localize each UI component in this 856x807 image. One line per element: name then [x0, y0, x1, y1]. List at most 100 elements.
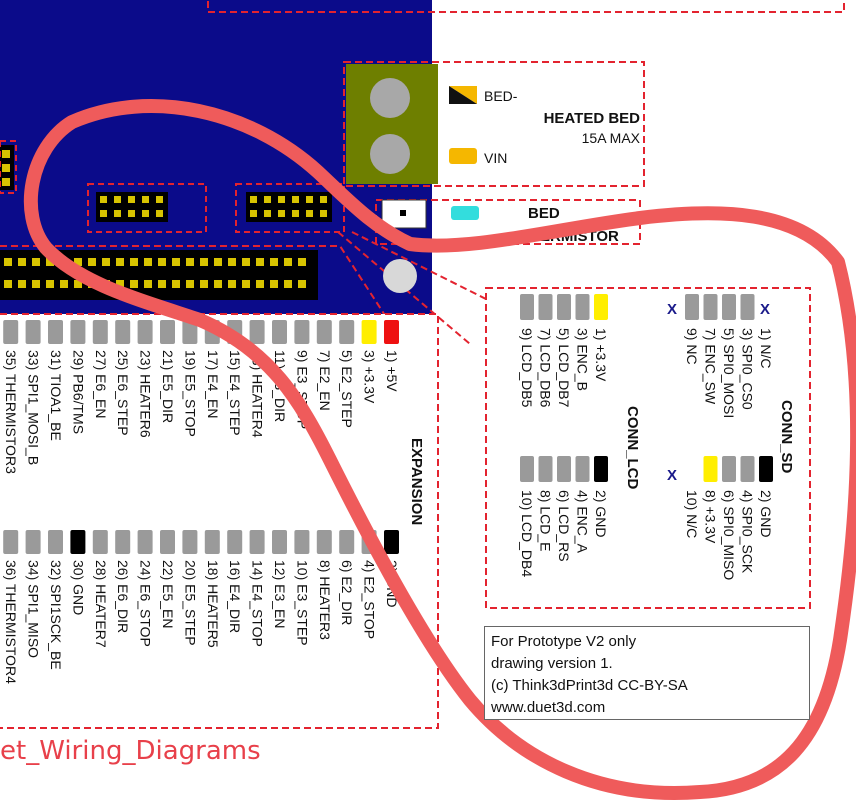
bed-terminal-screw — [370, 134, 410, 174]
connector-even-label: 8) LCD_E — [538, 490, 554, 551]
mounting-hole — [383, 259, 417, 293]
expansion-pin — [272, 530, 287, 554]
expansion-pin — [137, 320, 153, 344]
expansion-even-label: 18) HEATER5 — [205, 560, 221, 648]
header-pin — [46, 280, 54, 288]
header-pin — [292, 210, 299, 217]
header-pin — [264, 210, 271, 217]
expansion-pin — [294, 530, 310, 554]
header-pin — [264, 196, 271, 203]
connector-even-label: 8) +3.3V — [703, 490, 719, 544]
expansion-even-label: 32) SPI1SCK_BE — [48, 560, 64, 670]
header-pin — [32, 280, 40, 288]
header-pin — [46, 258, 54, 266]
header-pin — [156, 196, 163, 203]
connector-pin — [685, 456, 699, 482]
header-pin — [320, 210, 327, 217]
connector-odd-label: 5) LCD_DB7 — [556, 328, 572, 408]
expansion-pin — [227, 530, 243, 554]
expansion-pin — [160, 320, 175, 344]
expansion-odd-label: 29) PB6/TMS — [70, 350, 86, 434]
expansion-leader-line — [0, 245, 389, 321]
header-pin — [186, 258, 194, 266]
expansion-pin — [384, 530, 399, 554]
expansion-even-label: 10) E3_STEP — [294, 560, 310, 646]
expansion-odd-label: 27) E6_EN — [93, 350, 109, 418]
expansion-pin — [48, 530, 63, 554]
note-line-2: drawing version 1. — [491, 655, 613, 672]
connector-odd-label: 7) ENC_SW — [703, 328, 719, 405]
expansion-pin — [115, 530, 131, 554]
header-pin — [102, 258, 110, 266]
expansion-odd-label: 21) E5_DIR — [160, 350, 176, 423]
header-pin — [292, 196, 299, 203]
wiring-diagrams-link[interactable]: et_Wiring_Diagrams — [0, 736, 261, 766]
header-pin — [156, 210, 163, 217]
connector-odd-label: 1) +3.3V — [593, 328, 609, 382]
expansion-pin — [137, 530, 153, 554]
header-pin — [250, 196, 257, 203]
pin-header-1 — [96, 192, 168, 222]
connector-even-label: 10) LCD_DB4 — [519, 490, 535, 577]
header-pin — [114, 210, 121, 217]
header-pin — [200, 258, 208, 266]
connector-even-label: 6) SPI0_MISO — [721, 490, 737, 580]
connector-odd-label: 9) LCD_DB5 — [519, 328, 535, 408]
connector-pin — [520, 294, 534, 320]
nc-marks: XXX — [667, 301, 770, 484]
connector-pin — [594, 294, 608, 320]
heated-bed-rating: 15A MAX — [582, 130, 641, 146]
connector-pin — [520, 456, 534, 482]
expansion-pin — [25, 530, 41, 554]
expansion-pin — [92, 530, 108, 554]
expansion-pin — [384, 320, 399, 344]
expansion-even-label: 8) HEATER3 — [317, 560, 333, 640]
header-pin — [18, 258, 26, 266]
header-pin — [284, 280, 292, 288]
connector-pin — [722, 294, 736, 320]
connector-pin — [759, 456, 773, 482]
header-pin — [74, 280, 82, 288]
header-pin — [250, 210, 257, 217]
header-pin — [200, 280, 208, 288]
connector-pin — [703, 456, 718, 482]
sd-leader-line — [351, 231, 489, 301]
connector-even-label: 2) GND — [758, 490, 774, 537]
heated-bed-title: HEATED BED — [544, 110, 641, 127]
expansion-pin — [182, 320, 198, 344]
header-pin — [144, 280, 152, 288]
connector-odd-label: 3) ENC_B — [575, 328, 591, 391]
left-header-pin — [2, 150, 10, 158]
expansion-odd-label: 7) E2_EN — [317, 350, 333, 411]
top-dashed-box — [207, 0, 845, 13]
vin-label: VIN — [484, 150, 507, 166]
header-pin — [100, 196, 107, 203]
expansion-odd-label: 25) E6_STEP — [115, 350, 131, 436]
conn-lcd-title: CONN_LCD — [624, 406, 641, 490]
expansion-pin — [249, 320, 265, 344]
expansion-pin — [294, 320, 310, 344]
expansion-even-label: 26) E6_DIR — [115, 560, 131, 633]
expansion-even-label: 16) E4_DIR — [227, 560, 243, 633]
connector-odd-label: 7) LCD_DB6 — [538, 328, 554, 408]
expansion-odd-label: 5) E2_STEP — [339, 350, 355, 428]
expansion-odd-label: 13) HEATER4 — [250, 350, 266, 438]
header-pin — [18, 280, 26, 288]
expansion-pin — [204, 530, 220, 554]
connector-pin — [740, 456, 755, 482]
expansion-pin — [25, 320, 41, 344]
header-pin — [256, 280, 264, 288]
connector-pin — [594, 456, 608, 482]
expansion-pin — [316, 530, 332, 554]
left-header-outline — [0, 140, 17, 194]
expansion-pin — [361, 320, 377, 344]
connector-odd-label: 9) NC — [684, 328, 700, 365]
bed-minus-wire-black — [449, 86, 477, 104]
header-pin — [242, 280, 250, 288]
connector-even-label: 10) N/C — [684, 490, 700, 538]
header-pin — [298, 280, 306, 288]
pin-header-1-outline — [87, 183, 207, 233]
expansion-even-label: 6) E2_DIR — [339, 560, 355, 625]
connector-pin — [575, 456, 590, 482]
expansion-odd-label: 15) E4_STEP — [227, 350, 243, 436]
